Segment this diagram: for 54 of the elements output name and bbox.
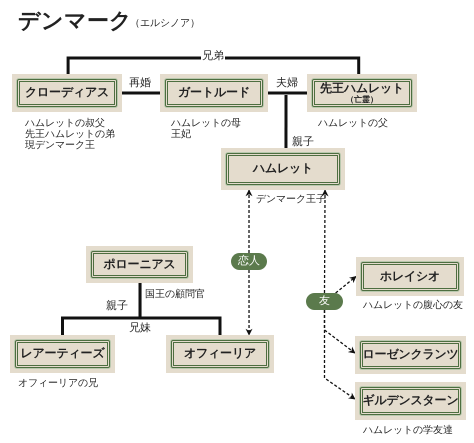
character-description: ハムレットの叔父 (25, 118, 105, 129)
arrow (324, 310, 356, 400)
edge-label: 親子 (291, 136, 315, 148)
character-description: ハムレットの母 (171, 118, 241, 129)
character-description: ハムレットの腹心の友 (363, 300, 463, 311)
character-name: ハムレット (253, 162, 313, 176)
character-name: 先王ハムレット (320, 82, 404, 95)
character-description: 王妃 (171, 129, 191, 140)
character-plate (221, 148, 345, 190)
arrow (322, 189, 328, 293)
character-description: オフィーリアの兄 (18, 378, 98, 389)
character-description: 国王の顧問官 (145, 289, 205, 300)
character-name: ローゼンクランツ (362, 348, 458, 362)
character-plate (86, 246, 193, 283)
character-plate (355, 382, 466, 420)
character-name: レアーティーズ (20, 347, 104, 361)
arrow (335, 276, 357, 294)
arrow (246, 189, 253, 253)
edge-label: 夫婦 (275, 77, 299, 90)
character-plate (160, 74, 268, 112)
character-plate (355, 336, 466, 374)
character-description: デンマーク王子 (256, 194, 326, 205)
subtitle: （エルシノア） (130, 18, 200, 29)
character-description: ハムレットの父 (318, 118, 388, 129)
character-plate (307, 74, 417, 112)
edge-label: 再婚 (128, 77, 152, 90)
connector-line (66, 56, 360, 74)
character-description: ハムレットの学友達 (363, 425, 453, 436)
character-description: 先王ハムレットの弟 (25, 129, 115, 140)
character-name: ギルデンスターン (362, 394, 458, 408)
edge-label: 兄妹 (128, 322, 152, 334)
character-description: 現デンマーク王 (25, 140, 95, 151)
character-name: クローディアス (25, 86, 109, 100)
character-name: 友 (319, 295, 330, 308)
note-text: （亡霊） (346, 95, 378, 104)
character-name: ガートルード (178, 86, 250, 100)
connector-line (122, 92, 160, 94)
edge-label: 親子 (105, 300, 129, 312)
character-plate (356, 257, 464, 296)
connector-line (284, 95, 288, 148)
connector-line (61, 316, 222, 335)
character-name: ポローニアス (104, 258, 176, 272)
character-name: オフィーリア (184, 347, 256, 361)
character-plate (10, 335, 115, 373)
character-name: 恋人 (238, 255, 260, 268)
character-plate (12, 74, 122, 112)
character-plate (166, 335, 274, 373)
edge-label: 兄弟 (201, 50, 225, 62)
title: デンマーク (18, 7, 132, 36)
relation-tag (306, 293, 343, 310)
character-name: ホレイシオ (380, 270, 440, 284)
connector-line (268, 92, 307, 94)
arrow (246, 270, 253, 336)
relation-tag (231, 253, 267, 270)
